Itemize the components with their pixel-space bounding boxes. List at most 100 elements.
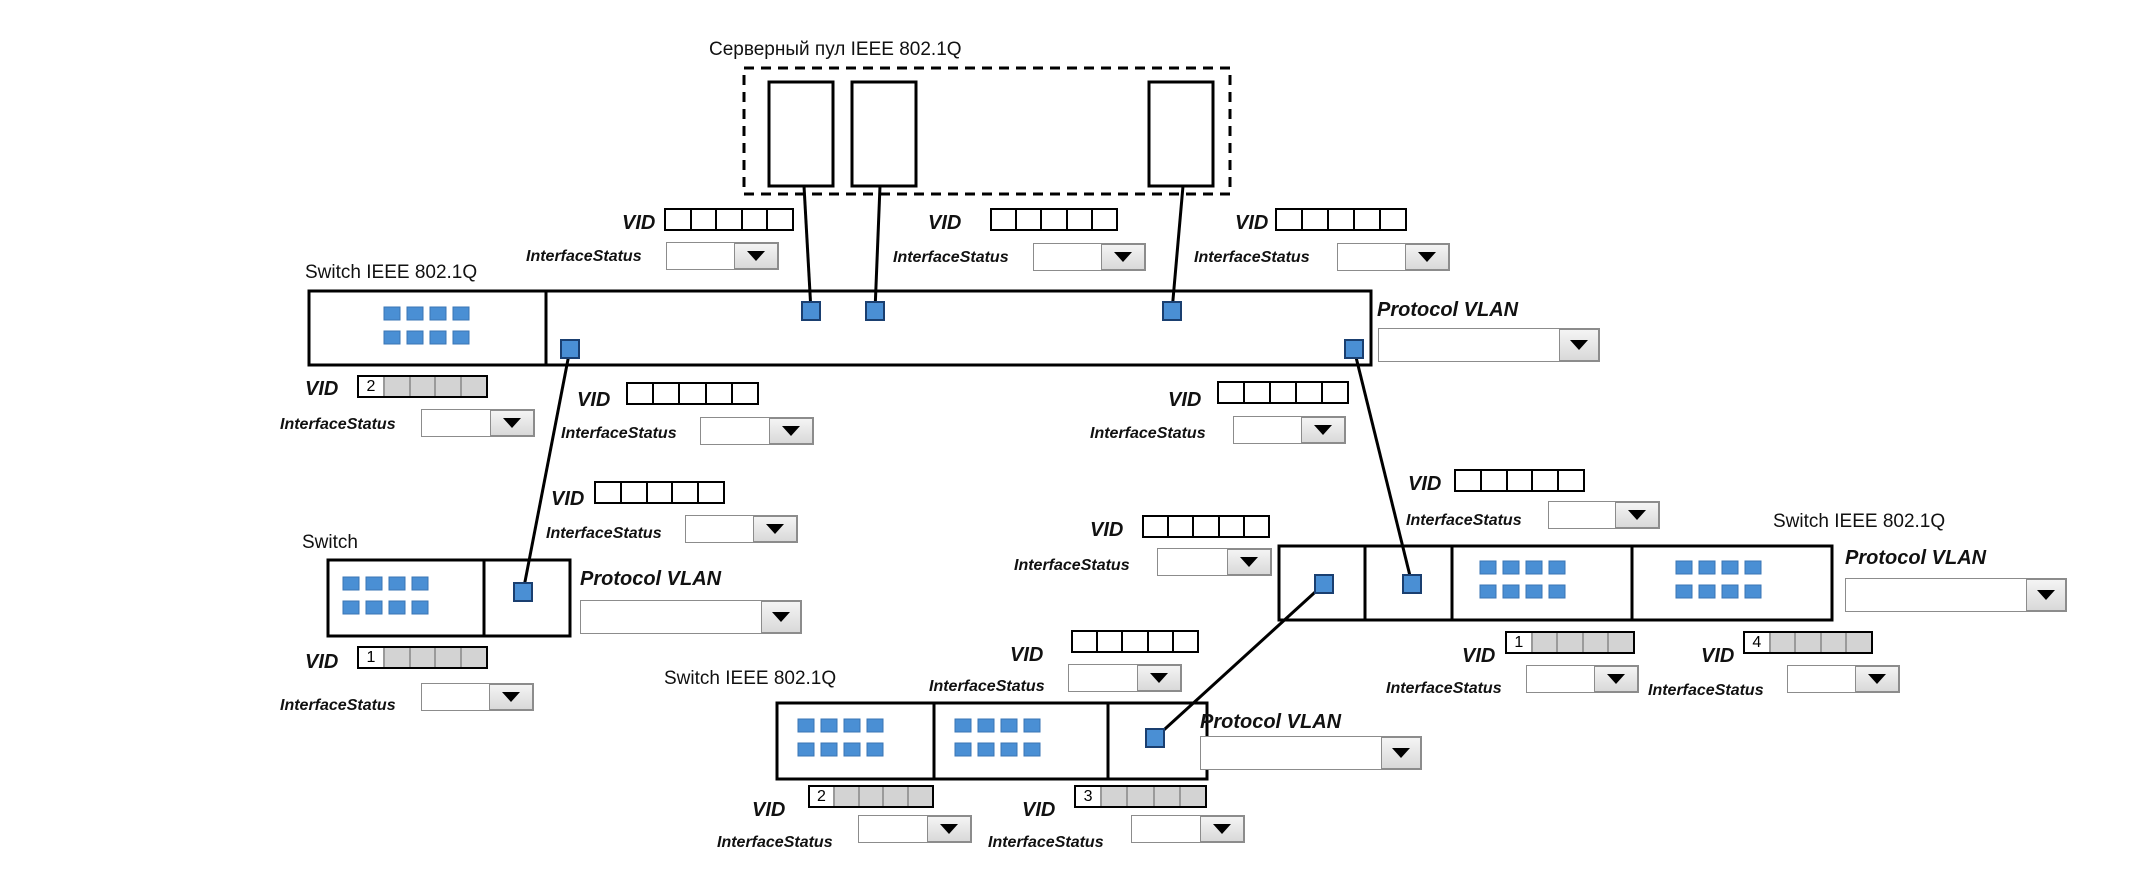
dropdown-button[interactable]: [1101, 244, 1145, 270]
vid-top-mid-interface-status-select[interactable]: [700, 417, 814, 445]
vid-digit-cell[interactable]: [1096, 632, 1122, 651]
vid-right-upper-field[interactable]: [1454, 469, 1585, 492]
vid-digit-cell[interactable]: [1269, 383, 1295, 402]
vid-digit-cell[interactable]: [1456, 471, 1480, 490]
dropdown-button[interactable]: [734, 243, 778, 269]
vid-srv2-field[interactable]: [990, 208, 1118, 231]
vid-bottom-mid-field[interactable]: 3: [1074, 785, 1207, 808]
vid-digit-cell[interactable]: [652, 384, 679, 403]
vid-bottom-left-field[interactable]: 2: [808, 785, 934, 808]
vid-digit-cell[interactable]: [857, 787, 883, 806]
vid-digit-cell[interactable]: [408, 648, 435, 667]
dropdown-button[interactable]: [927, 816, 971, 842]
vid-digit-cell[interactable]: [460, 377, 486, 396]
vid-digit-cell[interactable]: [1219, 383, 1243, 402]
right-protocol-vlan-select[interactable]: [1845, 578, 2067, 612]
vid-digit-cell[interactable]: [1146, 632, 1172, 651]
vid-right-mid-field[interactable]: 1: [1505, 631, 1635, 654]
vid-digit-cell[interactable]: [1065, 210, 1091, 229]
vid-bottom-upper-field[interactable]: [1071, 630, 1199, 653]
vid-digit-cell[interactable]: [1479, 471, 1506, 490]
dropdown-button[interactable]: [1405, 244, 1449, 270]
vid-left-bottom-field[interactable]: 1: [357, 646, 488, 669]
vid-digit-cell[interactable]: [382, 648, 409, 667]
vid-digit-cell[interactable]: [678, 384, 705, 403]
vid-digit-cell[interactable]: [740, 210, 767, 229]
vid-right-right-interface-status-select[interactable]: [1787, 665, 1900, 693]
dropdown-button[interactable]: [769, 418, 813, 444]
dropdown-button[interactable]: [1381, 737, 1421, 769]
vid-right-left-field[interactable]: [1142, 515, 1270, 538]
vid-digit-cell[interactable]: [666, 210, 690, 229]
vid-left-upper-interface-status-select[interactable]: [685, 515, 798, 543]
vid-bottom-upper-interface-status-select[interactable]: [1068, 664, 1182, 692]
vid-digit-cell[interactable]: [628, 384, 653, 403]
vid-digit-cell[interactable]: [1530, 633, 1557, 652]
dropdown-button[interactable]: [1227, 549, 1271, 575]
vid-srv1-interface-status-select[interactable]: [666, 242, 779, 270]
vid-digit-cell[interactable]: [882, 787, 908, 806]
vid-digit-cell[interactable]: [1152, 787, 1179, 806]
vid-digit-cell[interactable]: [1295, 383, 1321, 402]
vid-top-mid-field[interactable]: [626, 382, 759, 405]
vid-digit-cell[interactable]: 2: [359, 377, 383, 396]
vid-digit-cell[interactable]: [1353, 210, 1379, 229]
vid-digit-cell[interactable]: [596, 483, 620, 502]
vid-bottom-left-interface-status-select[interactable]: [858, 815, 972, 843]
vid-digit-cell[interactable]: [1040, 210, 1066, 229]
vid-digit-cell[interactable]: [1794, 633, 1820, 652]
dropdown-button[interactable]: [1594, 666, 1638, 692]
vid-digit-cell[interactable]: [1243, 383, 1269, 402]
vid-digit-cell[interactable]: [1607, 633, 1633, 652]
vid-digit-cell[interactable]: [704, 384, 731, 403]
vid-left-bottom-interface-status-select[interactable]: [421, 683, 534, 711]
vid-digit-cell[interactable]: [1301, 210, 1327, 229]
vid-digit-cell[interactable]: [1121, 632, 1147, 651]
vid-digit-cell[interactable]: [1090, 210, 1117, 229]
dropdown-button[interactable]: [2026, 579, 2066, 611]
vid-bottom-mid-interface-status-select[interactable]: [1131, 815, 1245, 843]
vid-digit-cell[interactable]: [1171, 632, 1198, 651]
dropdown-button[interactable]: [761, 601, 801, 633]
vid-right-mid-interface-status-select[interactable]: [1526, 665, 1639, 693]
dropdown-button[interactable]: [1301, 417, 1345, 443]
vid-digit-cell[interactable]: [907, 787, 932, 806]
vid-top-left-field[interactable]: 2: [357, 375, 488, 398]
vid-right-left-interface-status-select[interactable]: [1157, 548, 1272, 576]
vid-digit-cell[interactable]: [1015, 210, 1041, 229]
vid-digit-cell[interactable]: [1144, 517, 1168, 536]
top-protocol-vlan-select[interactable]: [1378, 328, 1600, 362]
dropdown-button[interactable]: [1137, 665, 1181, 691]
vid-digit-cell[interactable]: [1556, 633, 1582, 652]
dropdown-button[interactable]: [753, 516, 797, 542]
vid-digit-cell[interactable]: [1277, 210, 1301, 229]
vid-srv1-field[interactable]: [664, 208, 794, 231]
vid-digit-cell[interactable]: [1167, 517, 1193, 536]
vid-digit-cell[interactable]: [715, 210, 741, 229]
vid-digit-cell[interactable]: [1327, 210, 1353, 229]
vid-srv3-interface-status-select[interactable]: [1337, 243, 1450, 271]
vid-digit-cell[interactable]: [1845, 633, 1871, 652]
vid-digit-cell[interactable]: [382, 377, 409, 396]
vid-digit-cell[interactable]: [1531, 471, 1558, 490]
vid-digit-cell[interactable]: [1073, 632, 1097, 651]
dropdown-button[interactable]: [1559, 329, 1599, 361]
vid-top-left-interface-status-select[interactable]: [421, 409, 535, 437]
vid-left-upper-field[interactable]: [594, 481, 725, 504]
vid-digit-cell[interactable]: [460, 648, 486, 667]
vid-digit-cell[interactable]: [1581, 633, 1608, 652]
vid-digit-cell[interactable]: [832, 787, 858, 806]
vid-srv2-interface-status-select[interactable]: [1033, 243, 1146, 271]
dropdown-button[interactable]: [1615, 502, 1659, 528]
vid-top-right-interface-status-select[interactable]: [1233, 416, 1346, 444]
vid-digit-cell[interactable]: [1768, 633, 1795, 652]
vid-digit-cell[interactable]: [1557, 471, 1583, 490]
vid-srv3-field[interactable]: [1275, 208, 1407, 231]
vid-right-right-field[interactable]: 4: [1743, 631, 1873, 654]
vid-digit-cell[interactable]: [1100, 787, 1127, 806]
vid-digit-cell[interactable]: [619, 483, 646, 502]
vid-digit-cell[interactable]: [697, 483, 723, 502]
vid-digit-cell[interactable]: [766, 210, 792, 229]
vid-digit-cell[interactable]: [1379, 210, 1405, 229]
dropdown-button[interactable]: [1200, 816, 1244, 842]
